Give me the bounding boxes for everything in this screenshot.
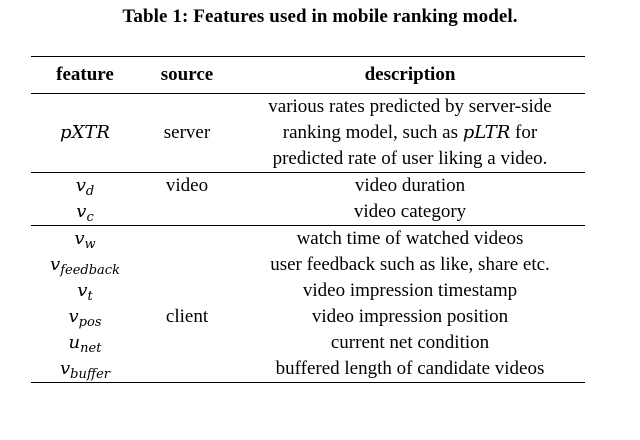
description-cell: user feedback such as like, share etc. (270, 254, 550, 275)
table-row: pXTR server various rates predicted by s… (31, 94, 585, 173)
description-line: ranking model, such as pLTR for (282, 122, 538, 143)
header-description: description (364, 64, 456, 85)
feature-symbol: vfeedback (50, 254, 120, 278)
description-cell: video category (353, 201, 467, 222)
feature-symbol: vw (74, 228, 96, 252)
feature-cell: unet (31, 330, 139, 356)
description-cell: video impression timestamp (302, 280, 518, 301)
feature-symbol: pXTR (60, 122, 110, 143)
table-header-row: feature source description (31, 56, 585, 94)
feature-symbol: vt (77, 280, 93, 304)
header-feature: feature (56, 64, 114, 85)
source-cell (139, 330, 235, 356)
description-line: predicted rate of user liking a video. (272, 148, 548, 169)
description-cell: current net condition (330, 332, 490, 353)
feature-cell: vc (31, 199, 139, 226)
source-cell: video (165, 175, 209, 196)
table-row: vd video video duration (31, 172, 585, 200)
table-row: unet current net condition (31, 330, 585, 356)
table-row: vfeedback user feedback such as like, sh… (31, 252, 585, 278)
table-caption: Table 1: Features used in mobile ranking… (122, 6, 518, 27)
source-cell: server (163, 122, 211, 143)
description-line: various rates predicted by server-side (268, 96, 552, 117)
feature-cell: vfeedback (31, 252, 139, 278)
feature-symbol: unet (68, 332, 102, 356)
feature-cell: vbuffer (31, 356, 139, 383)
description-emphasis: pLTR (462, 122, 511, 143)
source-cell (139, 252, 235, 278)
source-cell (139, 226, 235, 253)
table-row: vc video category (31, 199, 585, 226)
feature-cell: vt (31, 278, 139, 304)
header-source: source (160, 64, 214, 85)
description-cell: buffered length of candidate videos (275, 358, 545, 379)
feature-cell: vpos (31, 304, 139, 330)
table-row: vpos client video impression position (31, 304, 585, 330)
feature-symbol: vd (75, 175, 95, 199)
table-row: vw watch time of watched videos (31, 225, 585, 253)
features-table: feature source description pXTR server v… (31, 56, 585, 383)
table-row: vt video impression timestamp (31, 278, 585, 304)
source-cell: client (165, 306, 209, 327)
feature-symbol: vc (76, 201, 94, 225)
description-cell: video impression position (311, 306, 509, 327)
feature-cell: vw (31, 226, 139, 253)
description-cell: various rates predicted by server-side r… (235, 94, 585, 173)
source-cell (139, 356, 235, 383)
description-cell: video duration (354, 175, 466, 196)
table-row: vbuffer buffered length of candidate vid… (31, 356, 585, 383)
description-cell: watch time of watched videos (296, 228, 524, 249)
source-cell (139, 199, 235, 226)
feature-symbol: vpos (68, 306, 102, 330)
source-cell (139, 278, 235, 304)
feature-symbol: vbuffer (60, 358, 110, 382)
feature-cell: pXTR (31, 94, 139, 173)
feature-cell: vd (31, 173, 139, 200)
